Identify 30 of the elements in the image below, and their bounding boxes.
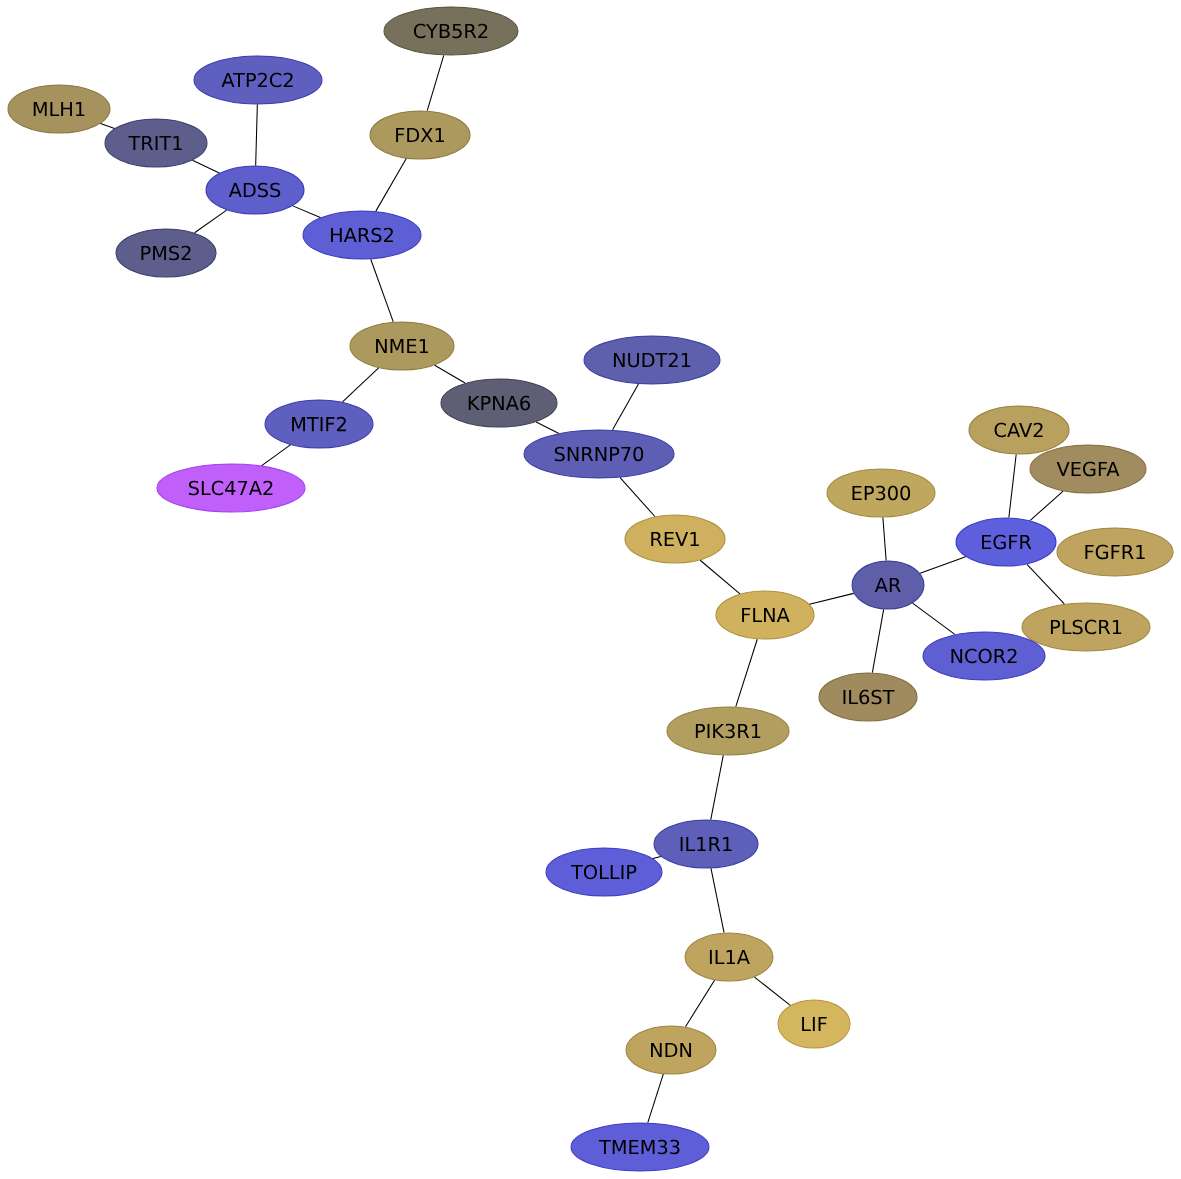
connector-line [754,976,791,1006]
connector-line [375,158,407,212]
connector-line [194,209,228,234]
connector-line [699,559,741,595]
connector-line [191,159,220,174]
connector-line [735,638,758,708]
connector-line [1029,490,1064,521]
connector-line [912,602,956,635]
connector-line [710,754,724,821]
connector-line [919,556,967,574]
connector-line [426,54,445,112]
connector-line [1026,563,1065,605]
connector-line [292,205,321,218]
connector-line [261,444,291,467]
connector-line [370,258,394,323]
connector-line [710,867,725,934]
connector-line [342,367,380,403]
connector-line [619,477,656,518]
connector-line [434,364,466,384]
connector-line [99,123,116,129]
connector-line [808,592,855,605]
connector-line [871,608,885,674]
connector-line [535,421,559,434]
connector-line [882,517,887,562]
connector-line [1008,453,1017,519]
connector-line [652,855,662,860]
connector-line [685,979,716,1028]
connector-line [255,104,258,166]
connector-line [612,383,639,431]
connector-line [647,1073,664,1124]
